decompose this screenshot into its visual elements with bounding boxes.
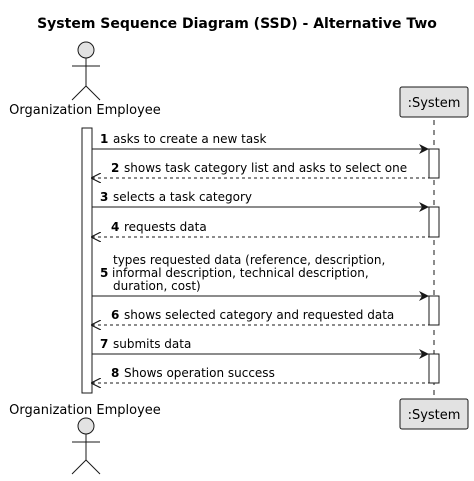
system-activation-bar [428, 148, 440, 179]
message-label: requests data [124, 220, 207, 234]
message-6: 6 shows selected category and requested d… [92, 308, 429, 325]
message-label: shows task category list and asks to sel… [124, 161, 407, 175]
system-bottom-label: :System [408, 408, 461, 423]
message-8: 8 Shows operation success [92, 366, 429, 383]
system-activation-bar [428, 295, 440, 326]
actor-activation-bar [81, 127, 93, 394]
message-number: 5 [100, 266, 108, 280]
message-number: 2 [111, 161, 119, 175]
message-number: 4 [111, 220, 119, 234]
message-label: duration, cost) [113, 279, 201, 293]
message-label: informal description, technical descript… [112, 266, 369, 280]
message-label: shows selected category and requested da… [124, 308, 394, 322]
diagram-title: System Sequence Diagram (SSD) - Alternat… [37, 16, 437, 32]
message-2: 2 shows task category list and asks to se… [92, 161, 429, 178]
message-number: 1 [100, 132, 108, 146]
system-top-box [399, 86, 469, 118]
message-label: submits data [113, 337, 191, 351]
system-activation-bar [428, 206, 440, 238]
message-label: selects a task category [113, 190, 252, 204]
message-3: 3 selects a task category [92, 190, 429, 212]
message-label: types requested data (reference, descrip… [113, 253, 385, 267]
actor-top-figure [71, 41, 101, 101]
message-label: Shows operation success [124, 366, 275, 380]
system-bottom-box [399, 398, 469, 430]
message-label: asks to create a new task [113, 132, 266, 146]
message-4: 4 requests data [92, 220, 429, 237]
message-5: 5 types requested data (reference, descri… [92, 253, 429, 301]
system-activation-bar [428, 353, 440, 384]
system-top-label: :System [408, 96, 461, 111]
actor-bottom-figure [71, 417, 101, 475]
messages-layer: 1 asks to create a new task 2 shows task ca… [92, 132, 440, 384]
message-number: 6 [111, 308, 119, 322]
message-7: 7 submits data [92, 337, 429, 359]
message-1: 1 asks to create a new task [92, 132, 429, 154]
message-number: 3 [100, 190, 108, 204]
actor-top-label: Organization Employee [9, 103, 161, 118]
message-number: 8 [111, 366, 119, 380]
message-number: 7 [100, 337, 108, 351]
actor-bottom-label: Organization Employee [9, 403, 161, 418]
